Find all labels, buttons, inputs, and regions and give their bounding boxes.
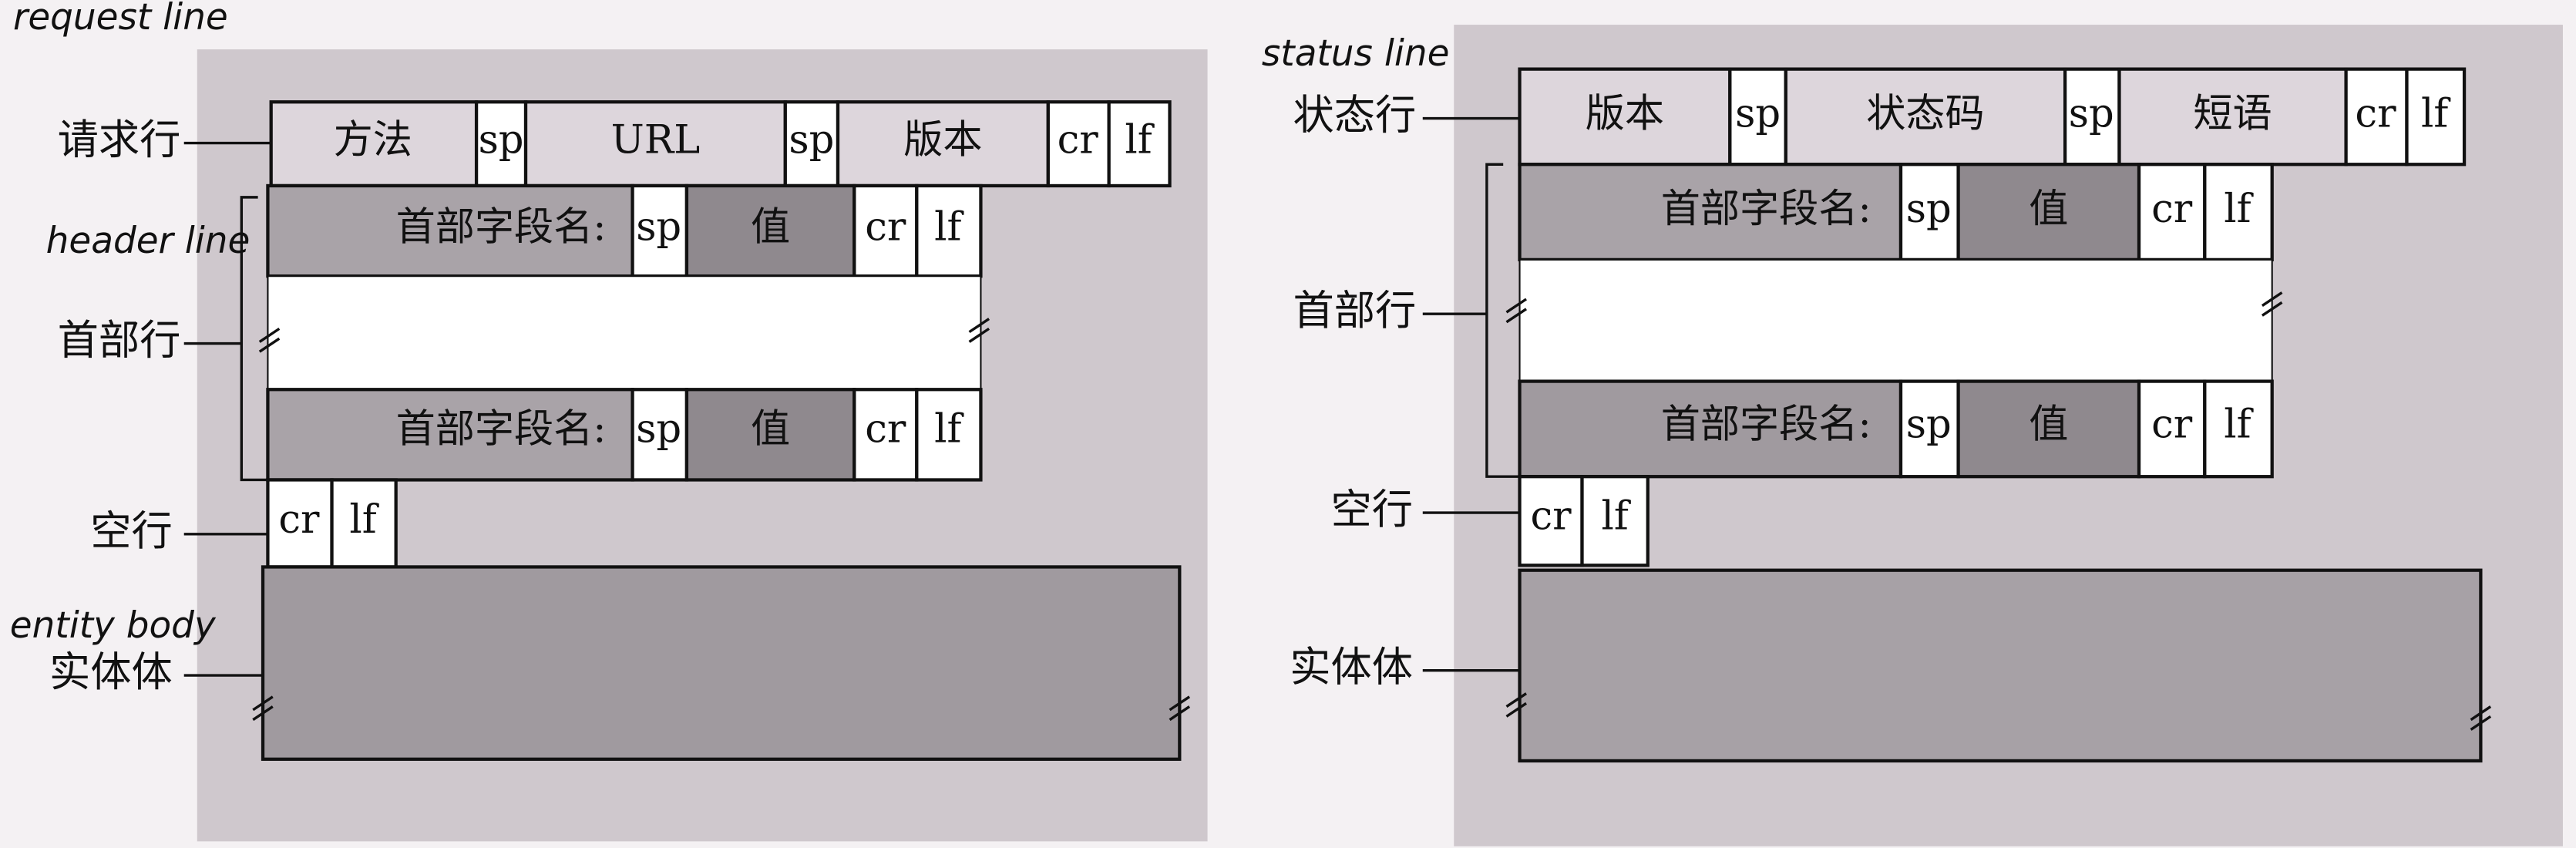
cell-header-name: 首部字段名: [396, 204, 607, 250]
cell-value: 值 [751, 407, 790, 453]
entity-body-box [1518, 568, 2483, 763]
header-line-row: 首部字段名: sp 值 cr lf [266, 388, 983, 482]
annotation-header-line: header line [46, 220, 251, 262]
cell-lf: lf [1125, 118, 1154, 163]
cell-lf: lf [2224, 402, 2253, 447]
cell-lf: lf [1601, 494, 1630, 540]
cell-sp: sp [636, 407, 681, 453]
request-message-diagram: request line header line entity body 请求行… [10, 0, 1208, 842]
header-lines-gap [1518, 258, 2273, 382]
cell-lf: lf [934, 204, 963, 250]
break-mark-icon [1505, 291, 2283, 324]
cell-version: 版本 [1586, 91, 1664, 136]
request-line-row: 方法 sp URL sp 版本 cr lf [269, 100, 1172, 188]
label-blank-line: 空行 [90, 507, 173, 555]
cell-status-code: 状态码 [1866, 91, 1984, 136]
cell-lf: lf [2224, 187, 2253, 232]
header-line-row: 首部字段名: sp 值 cr lf [1518, 379, 2274, 479]
cell-header-name: 首部字段名: [396, 407, 607, 453]
break-mark-icon [1505, 692, 2492, 731]
cell-sp: sp [479, 118, 524, 163]
blank-line-row: cr lf [1518, 475, 1650, 567]
label-entity-body: 实体体 [1290, 644, 1413, 692]
header-lines-gap [267, 275, 982, 391]
label-entity-body: 实体体 [49, 648, 173, 696]
cell-lf: lf [2421, 91, 2450, 136]
cell-cr: cr [2151, 402, 2193, 447]
header-bracket [1485, 163, 1520, 478]
label-request-line: 请求行 [58, 116, 181, 164]
annotation-request: request line [13, 0, 228, 39]
cell-cr: cr [1530, 494, 1572, 540]
cell-sp: sp [1735, 91, 1781, 136]
cell-lf: lf [349, 497, 378, 543]
cell-value: 值 [2029, 187, 2068, 232]
cell-sp: sp [2069, 91, 2114, 136]
annotation-entity-body: entity body [10, 604, 217, 647]
label-blank-line: 空行 [1330, 486, 1413, 533]
header-line-row: 首部字段名: sp 值 cr lf [266, 183, 983, 278]
annotation-status-line: status line [1262, 32, 1450, 75]
cell-sp: sp [636, 204, 681, 250]
status-line-row: 版本 sp 状态码 sp 短语 cr lf [1518, 67, 2467, 167]
blank-line-row: cr lf [266, 478, 398, 569]
header-bracket [240, 196, 268, 482]
cell-cr: cr [2355, 91, 2396, 136]
entity-body-box [261, 565, 1182, 761]
cell-method: 方法 [334, 118, 412, 163]
cell-header-name: 首部字段名: [1661, 402, 1871, 447]
cell-value: 值 [751, 204, 790, 250]
cell-url: URL [611, 118, 701, 163]
cell-cr: cr [2151, 187, 2193, 232]
cell-sp: sp [1906, 187, 1952, 232]
cell-cr: cr [278, 497, 320, 543]
cell-version: 版本 [903, 118, 982, 163]
break-mark-icon [252, 695, 1191, 722]
header-line-row: 首部字段名: sp 值 cr lf [1518, 163, 2274, 261]
cell-cr: cr [865, 407, 906, 453]
cell-value: 值 [2029, 402, 2068, 447]
cell-cr: cr [865, 204, 906, 250]
cell-phrase: 短语 [2193, 91, 2272, 136]
label-header-lines: 首部行 [58, 317, 181, 365]
label-header-lines: 首部行 [1293, 287, 1416, 335]
cell-sp: sp [1906, 402, 1952, 447]
label-status-line: 状态行 [1293, 92, 1416, 140]
cell-header-name: 首部字段名: [1661, 187, 1871, 232]
cell-lf: lf [934, 407, 963, 453]
break-mark-icon [258, 318, 990, 353]
cell-cr: cr [1058, 118, 1099, 163]
response-message-diagram: status line 状态行 首部行 空行 实体体 版本 sp 状态码 sp … [1262, 25, 2563, 846]
cell-sp: sp [789, 118, 834, 163]
